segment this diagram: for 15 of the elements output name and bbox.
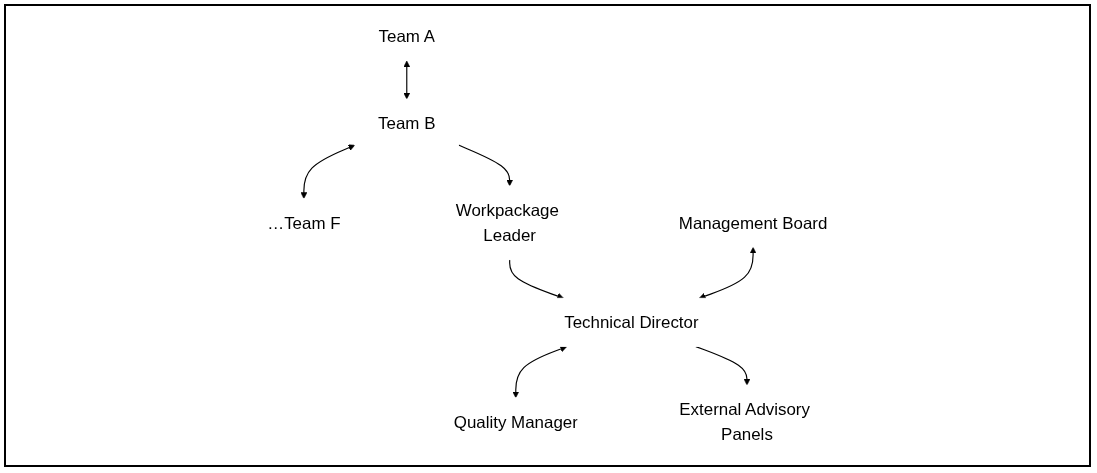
node-text: External Advisory Panels <box>679 399 811 445</box>
arrow <box>699 247 757 300</box>
arrow <box>458 144 514 187</box>
node-text: Management Board <box>679 213 828 233</box>
node-text: Workpackage Leader <box>455 200 560 246</box>
node-text: …Team F <box>267 213 341 233</box>
node-text: Team A <box>378 26 436 46</box>
arrow <box>509 259 565 300</box>
arrow <box>300 144 356 199</box>
node-text: Team B <box>378 113 436 133</box>
arrow <box>695 346 751 386</box>
node-text: Quality Manager <box>453 412 579 432</box>
arrow <box>512 345 568 399</box>
arrow <box>403 60 411 100</box>
node-text: Technical Director <box>564 312 699 332</box>
